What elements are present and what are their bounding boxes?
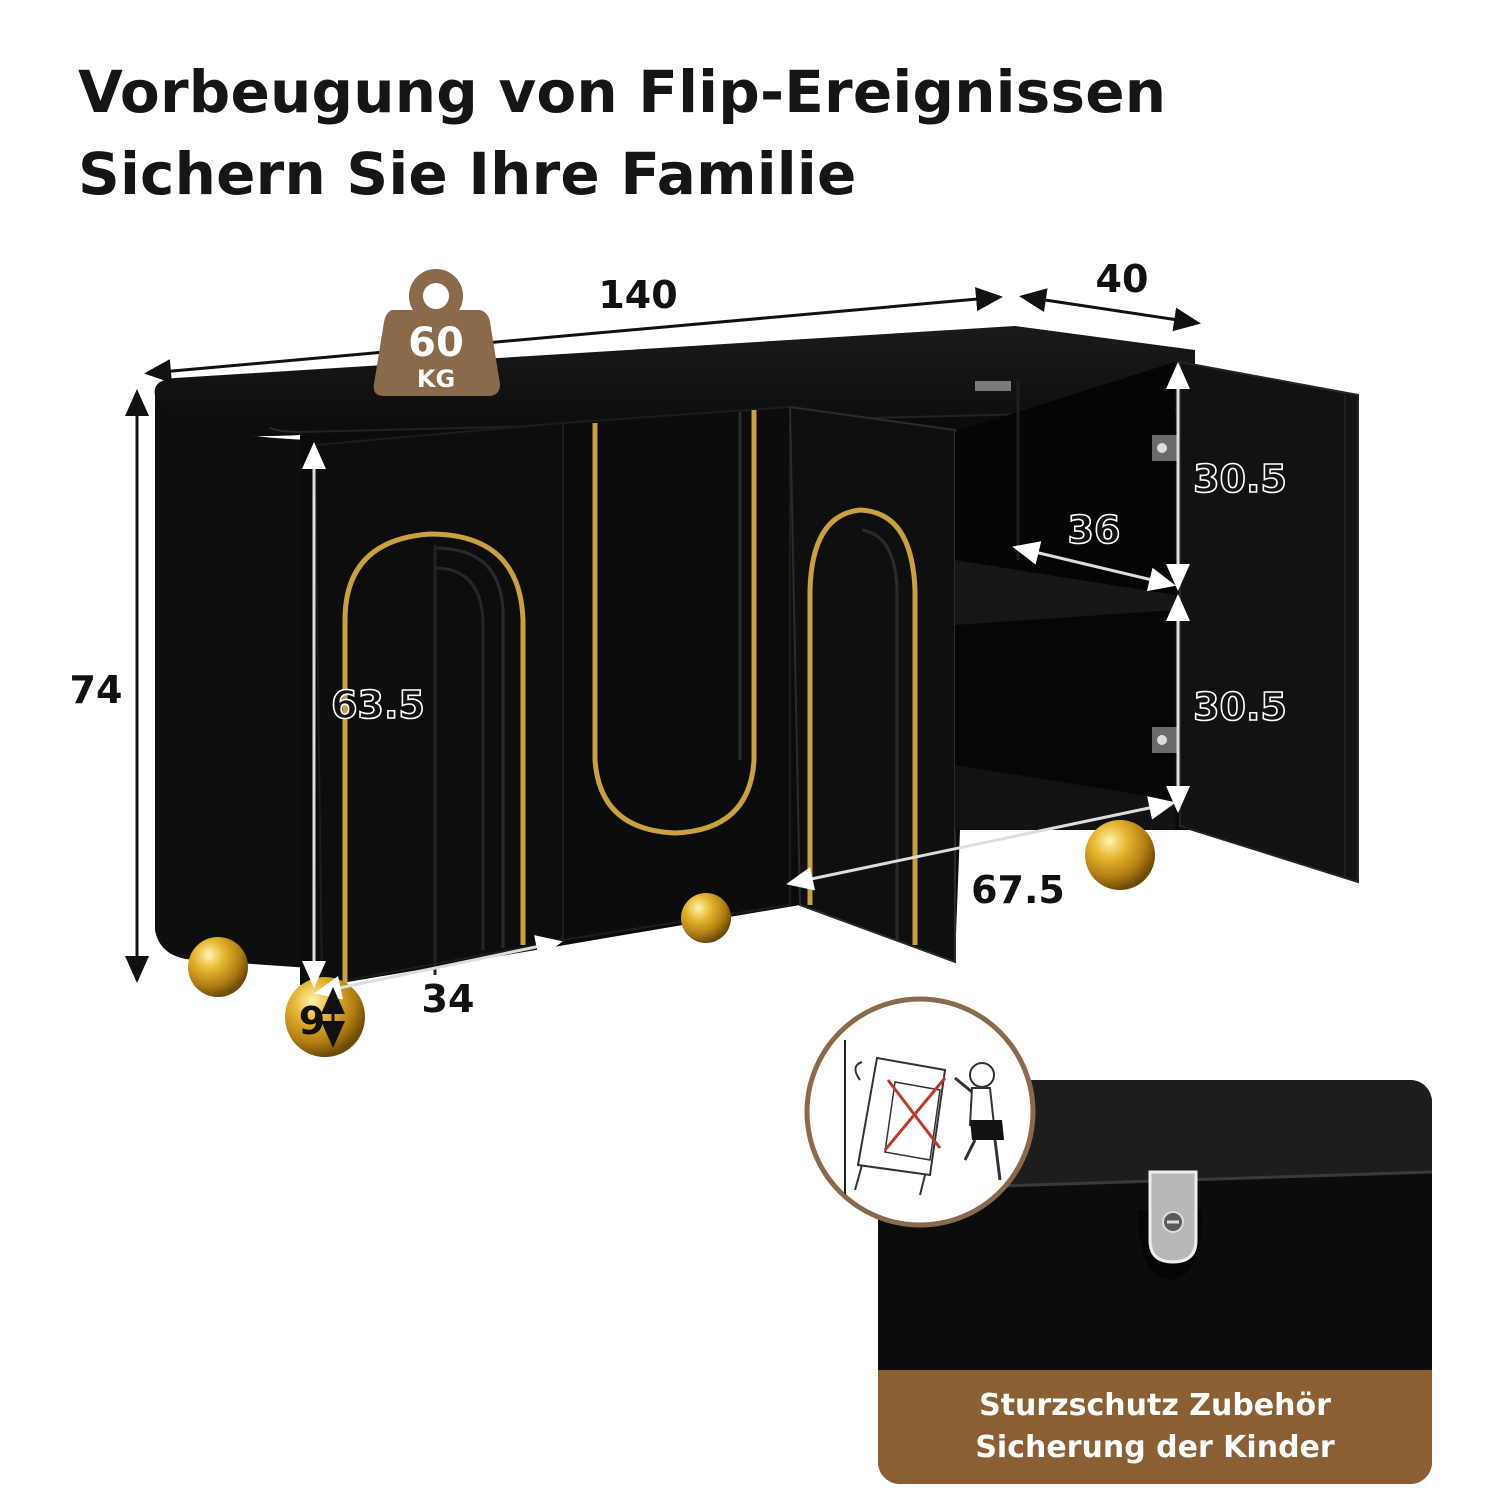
door-center-left <box>562 405 791 942</box>
door-open-right <box>1179 360 1359 884</box>
door-width-label: 34 <box>422 977 475 1021</box>
height-label: 74 <box>70 668 123 712</box>
foot-height-label: 9 <box>299 999 325 1043</box>
cabinet-interior <box>955 362 1196 830</box>
shelf-depth-label: 36 <box>1068 508 1121 552</box>
width-label: 140 <box>598 273 677 317</box>
door-height-label: 63.5 <box>331 683 425 727</box>
interior-width-label: 67.5 <box>971 868 1065 912</box>
weight-value: 60 <box>408 320 464 366</box>
depth-label: 40 <box>1096 257 1149 301</box>
weight-icon: 60 KG <box>373 269 500 396</box>
safety-caption: Sturzschutz Zubehör Sicherung der Kinder <box>878 1370 1432 1484</box>
weight-unit: KG <box>417 365 455 393</box>
caption-line-1: Sturzschutz Zubehör <box>979 1388 1331 1423</box>
gold-foot <box>188 937 248 997</box>
gold-foot <box>681 893 731 943</box>
headline-line-1: Vorbeugung von Flip-Ereignissen <box>78 58 1167 126</box>
caption-line-2: Sicherung der Kinder <box>975 1430 1335 1465</box>
sideboard-cabinet <box>154 326 1359 1057</box>
headline-line-2: Sichern Sie Ihre Familie <box>78 140 857 208</box>
compartment-bottom-label: 30.5 <box>1193 685 1287 729</box>
bracket-icon <box>1148 1170 1198 1264</box>
dimension-lines <box>125 287 1201 1048</box>
compartment-top-label: 30.5 <box>1193 457 1287 501</box>
door-left <box>313 421 564 987</box>
tip-over-warning-icon <box>804 996 1036 1228</box>
gold-foot <box>1085 820 1155 890</box>
